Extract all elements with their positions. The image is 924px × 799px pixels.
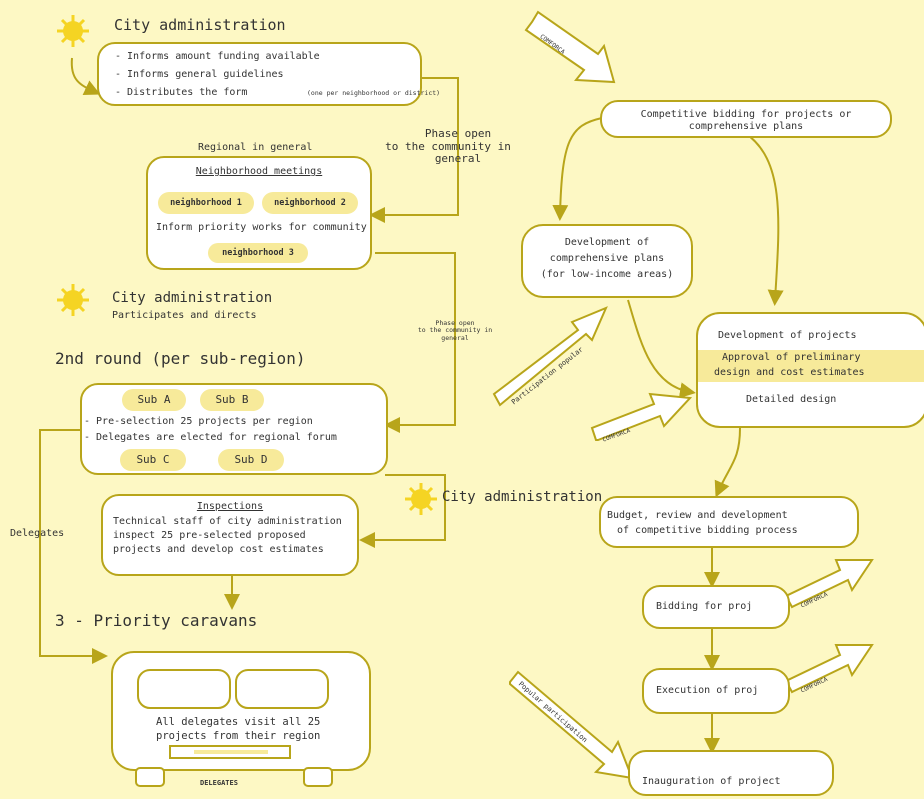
city-admin-line-3: - Distributes the form <box>115 87 248 98</box>
arrow-comforca-2 <box>590 392 693 441</box>
sub-c-tag: Sub C <box>120 449 186 471</box>
bidding-box: Bidding for proj <box>642 585 790 629</box>
bidding-plans-line-1: Competitive bidding for projects or <box>640 109 852 120</box>
inspections-line-3: projects and develop cost estimates <box>113 544 324 555</box>
plans-line-3: (for low-income areas) <box>540 269 674 280</box>
delegates-line <box>39 429 108 664</box>
delegates-label: Delegates <box>10 528 65 539</box>
delegates-elected-text: - Delegates are elected for regional for… <box>84 432 337 443</box>
sun-icon <box>57 15 89 47</box>
curved-arrow-sun-1 <box>70 57 101 96</box>
sun-icon <box>57 284 89 316</box>
arrow-comforca-4 <box>784 644 874 694</box>
phase-open-label-2: Phase open to the community in general <box>417 319 493 342</box>
sub-d-tag: Sub D <box>218 449 284 471</box>
arrow-bidding-to-projects <box>744 132 784 306</box>
phase-line-1 <box>369 77 459 223</box>
bus-icon <box>111 651 371 787</box>
approval-highlight <box>698 350 924 382</box>
arrow-plans-to-projects <box>627 299 696 399</box>
sub-a-tag: Sub A <box>122 389 186 411</box>
second-round-box: Sub A Sub B - Pre-selection 25 projects … <box>80 383 388 475</box>
bus-text-line-2: projects from their region <box>156 730 321 742</box>
inauguration-box: Inauguration of project <box>628 750 834 796</box>
priority-caravans-heading: 3 - Priority caravans <box>55 611 258 630</box>
execution-box: Execution of proj <box>642 668 790 714</box>
neighborhood-3-tag: neighborhood 3 <box>208 243 308 263</box>
neighborhood-meetings-box: Neighborhood meetings neighborhood 1 nei… <box>146 156 372 270</box>
bidding-plans-line-2: comprehensive plans <box>688 121 804 132</box>
city-admin-line-1: - Informs amount funding available <box>115 51 320 62</box>
bus-text-line-1: All delegates visit all 25 <box>156 716 321 728</box>
inspections-title: Inspections <box>196 501 264 512</box>
regional-label: Regional in general <box>198 142 313 153</box>
competitive-bidding-plans-box: Competitive bidding for projects or comp… <box>600 100 892 138</box>
city-admin-title-3: City administration <box>442 489 603 505</box>
bus-plate: DELEGATES <box>200 779 238 787</box>
second-round-heading: 2nd round (per sub-region) <box>55 349 306 368</box>
sub-b-tag: Sub B <box>200 389 264 411</box>
inspections-box: Inspections Technical staff of city admi… <box>101 494 359 576</box>
city-admin-line-2: - Informs general guidelines <box>115 69 284 80</box>
phase-line-2 <box>375 252 456 433</box>
plans-line-2: comprehensive plans <box>549 253 665 264</box>
pre-selection-text: - Pre-selection 25 projects per region <box>84 416 313 427</box>
arrow-comforca-top <box>524 10 616 84</box>
comprehensive-plans-box: Development of comprehensive plans (for … <box>521 224 693 298</box>
meetings-title: Neighborhood meetings <box>195 166 323 177</box>
participates-text: Participates and directs <box>112 310 257 321</box>
inspections-line-1: Technical staff of city administration <box>113 516 342 527</box>
development-projects-box: Development of projects Approval of prel… <box>696 312 924 428</box>
arrow-comforca-3 <box>784 559 874 609</box>
city-admin-title-2: City administration <box>112 290 273 306</box>
inspections-line-2: inspect 25 pre-selected proposed <box>113 530 306 541</box>
approval-line-1: Approval of preliminary <box>722 352 861 363</box>
budget-line-1: Budget, review and development <box>607 510 788 521</box>
neighborhood-2-tag: neighborhood 2 <box>262 192 358 214</box>
city-admin-title-1: City administration <box>114 16 286 34</box>
arrow-participation <box>492 306 608 407</box>
arrow-bidding-to-plans <box>552 117 603 221</box>
neighborhood-1-tag: neighborhood 1 <box>158 192 254 214</box>
projects-title: Development of projects <box>718 330 857 341</box>
execution-text: Execution of proj <box>656 685 759 696</box>
inauguration-text: Inauguration of project <box>642 776 781 787</box>
plans-line-1: Development of <box>564 237 650 248</box>
phase-open-label-1: Phase open to the community in general <box>385 127 511 166</box>
form-note: (one per neighborhood or district) <box>307 89 441 97</box>
sun-icon <box>405 483 437 515</box>
arrow-projects-to-budget <box>714 427 741 498</box>
city-admin-box-1: - Informs amount funding available - Inf… <box>97 42 440 106</box>
budget-line-2: of competitive bidding process <box>617 525 798 536</box>
detailed-design-text: Detailed design <box>746 394 837 405</box>
bidding-text: Bidding for proj <box>656 601 753 612</box>
inspection-line <box>359 474 446 548</box>
budget-box: Budget, review and development of compet… <box>599 496 859 548</box>
approval-line-2: design and cost estimates <box>714 367 865 378</box>
inform-priority-text: Inform priority works for community <box>156 222 367 233</box>
